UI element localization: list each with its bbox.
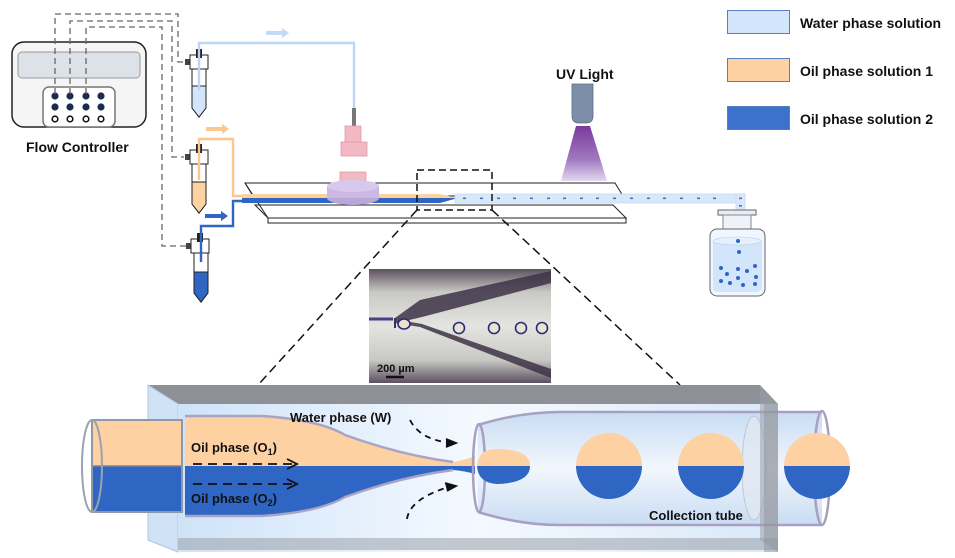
legend-swatch-oil-2 <box>727 106 790 130</box>
droplet <box>678 433 744 499</box>
tapered-channel <box>185 414 454 518</box>
scale-bar-label: 200 µm <box>377 363 415 375</box>
input-capillary <box>81 419 183 513</box>
legend-item-oil-1: Oil phase solution 1 <box>727 58 955 84</box>
reservoir-oil-2 <box>186 233 210 303</box>
pressure-lines <box>54 13 186 247</box>
legend-label-oil-2: Oil phase solution 2 <box>800 111 934 127</box>
zoom-line-right <box>491 209 681 386</box>
reservoir-water <box>185 49 209 118</box>
uv-light-label: UV Light <box>556 66 614 82</box>
legend-swatch-water <box>727 10 790 34</box>
oil-2-flow-arrow <box>205 211 228 221</box>
legend-swatch-oil-1 <box>727 58 790 82</box>
collection-tube-label: Collection tube <box>649 508 743 523</box>
flow-controller <box>11 41 147 128</box>
oil-phase-1-label: Oil phase (O1) <box>191 440 277 457</box>
tubing <box>197 41 356 262</box>
housing-edge <box>760 385 778 552</box>
legend-item-oil-2: Oil phase solution 2 <box>727 106 955 132</box>
droplet-neck-oil-1 <box>453 456 475 466</box>
chip-droplets <box>463 197 742 207</box>
uv-lamp <box>561 83 607 181</box>
droplet-forming <box>477 449 530 484</box>
oil-1-tube <box>197 137 255 198</box>
bottle-droplets <box>719 239 758 287</box>
zoom-line-left <box>257 209 418 386</box>
water-tube <box>197 41 356 120</box>
micrograph <box>369 269 551 383</box>
water-flow-arrow <box>266 28 289 38</box>
droplet-neck-oil-2 <box>453 466 475 474</box>
reservoir-oil-1 <box>185 144 209 214</box>
oil-phase-2-label: Oil phase (O2) <box>191 491 277 508</box>
legend-item-water: Water phase solution <box>727 10 955 36</box>
flow-controller-label: Flow Controller <box>26 139 129 155</box>
flow-arrows <box>193 419 459 520</box>
inlet-connector <box>327 108 379 205</box>
oil-1-flow-arrow <box>206 124 229 134</box>
controller-ports <box>51 92 105 123</box>
droplet <box>576 433 642 499</box>
oil-2-tube <box>199 199 255 262</box>
janus-droplets <box>477 433 850 499</box>
droplet <box>784 433 850 499</box>
legend-label-oil-1: Oil phase solution 1 <box>800 63 934 79</box>
zoom-region-box <box>416 169 493 211</box>
water-phase-label: Water phase (W) <box>290 410 391 425</box>
housing-frame <box>764 404 778 552</box>
collection-bottle <box>709 209 766 297</box>
legend-label-water: Water phase solution <box>800 15 942 31</box>
